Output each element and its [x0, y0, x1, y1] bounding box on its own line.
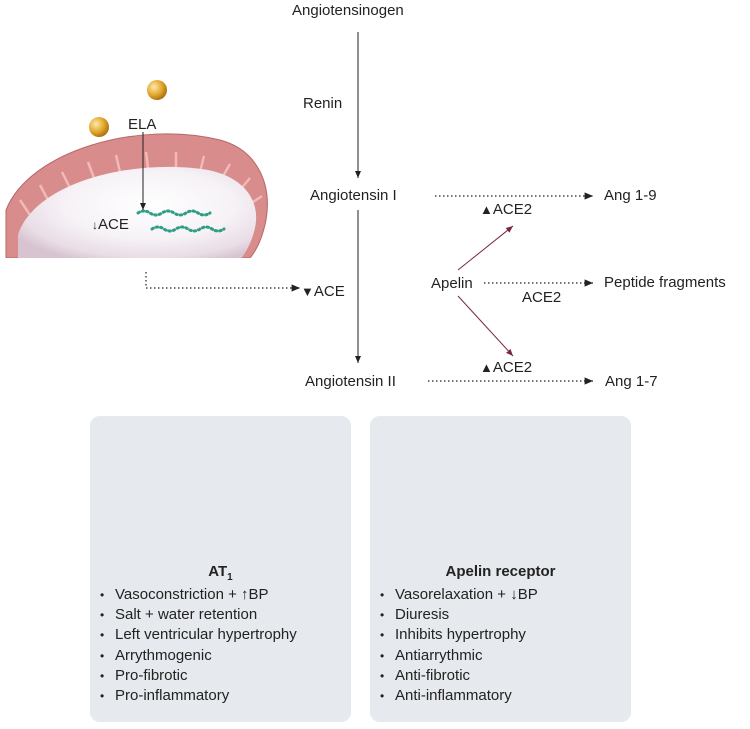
apelin-label: Apelin [431, 275, 473, 292]
peptide-fragments-label: Peptide fragments [604, 274, 726, 291]
up-arrow-icon: ▲ [480, 202, 493, 217]
up-arrow-icon: ▲ [480, 360, 493, 375]
cell-interior [18, 166, 257, 262]
apelin-effects-list: Vasorelaxation + ↓BP Diuresis Inhibits h… [380, 585, 538, 706]
list-item: Pro-inflammatory [100, 686, 297, 706]
cell-illustration [0, 80, 300, 292]
cell-ace-label: ↓ACE [92, 216, 129, 233]
list-item: Salt + water retention [100, 605, 297, 625]
list-item: Vasoconstriction + ↑BP [100, 585, 297, 605]
angiotensinogen-label: Angiotensinogen [292, 2, 404, 19]
list-item: Left ventricular hypertrophy [100, 625, 297, 645]
angiotensin-i-label: Angiotensin I [310, 187, 397, 204]
at1-card-title: AT1 [208, 563, 233, 583]
down-arrow-icon: ↓ [92, 218, 98, 232]
ang-1-9-label: Ang 1-9 [604, 187, 657, 204]
list-item: Arrythmogenic [100, 646, 297, 666]
apelin-receptor-card: Apelin receptor Vasorelaxation + ↓BP Diu… [370, 416, 631, 722]
ela-particle [89, 117, 109, 137]
ace-down-label: ▼ACE [301, 283, 345, 300]
at1-effects-list: Vasoconstriction + ↑BP Salt + water rete… [100, 585, 297, 706]
pathway-arrows [355, 32, 593, 385]
list-item: Anti-fibrotic [380, 666, 538, 686]
ela-label: ELA [128, 116, 157, 133]
apelin-to-ace2-upper-arrow [457, 225, 514, 271]
mrna-strand [136, 209, 212, 217]
list-item: Pro-fibrotic [100, 666, 297, 686]
at1-receptor-card: AT1 Vasoconstriction + ↑BP Salt + water … [90, 416, 351, 722]
angiotensin-ii-label: Angiotensin II [305, 373, 396, 390]
apelin-card-title: Apelin receptor [445, 563, 556, 580]
apelin-to-ace2-lower-arrow [457, 295, 514, 357]
list-item: Diuresis [380, 605, 538, 625]
ang-1-7-label: Ang 1-7 [605, 373, 658, 390]
list-item: Antiarrythmic [380, 646, 538, 666]
down-arrow-icon: ▼ [301, 284, 314, 299]
list-item: Inhibits hypertrophy [380, 625, 538, 645]
ela-particle [147, 80, 167, 100]
ace2-middle-label: ACE2 [522, 289, 562, 306]
list-item: Vasorelaxation + ↓BP [380, 585, 538, 605]
ela-to-ace-arrow [145, 272, 300, 292]
renin-label: Renin [303, 95, 343, 112]
cell-membrane-stripes [18, 151, 263, 216]
list-item: Anti-inflammatory [380, 686, 538, 706]
mrna-strand [150, 225, 226, 233]
ace2-upper-label: ▲ACE2 [480, 201, 533, 218]
ace2-lower-label: ▲ACE2 [480, 359, 533, 376]
